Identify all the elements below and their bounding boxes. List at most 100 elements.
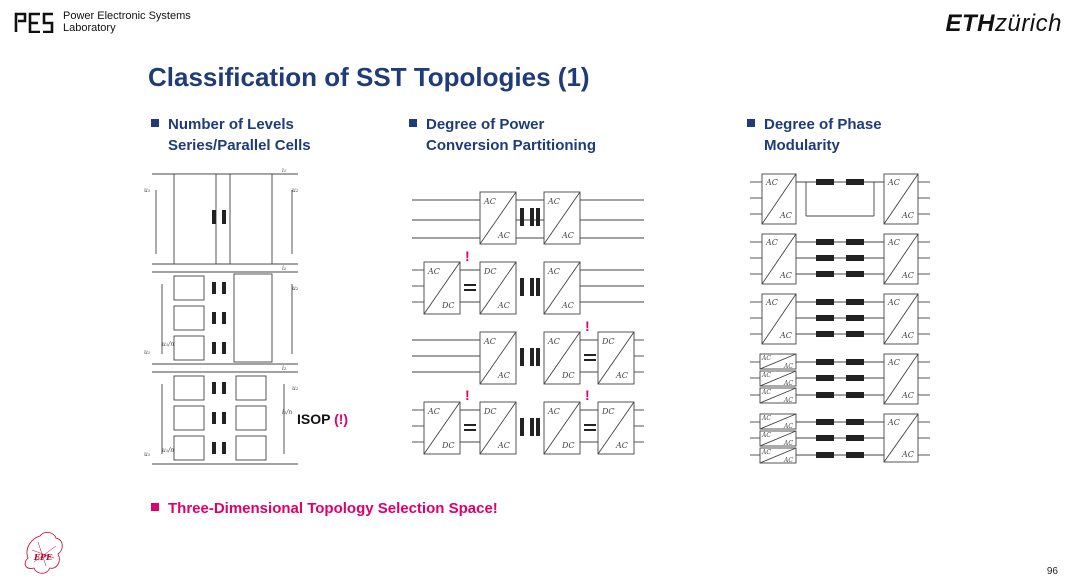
converter-label-ac: AC	[765, 298, 778, 307]
converter-label-ac: AC	[427, 267, 440, 276]
converter-label-ac: AC	[547, 407, 560, 416]
converter-label-ac: AC	[887, 298, 900, 307]
isop-text: ISOP	[297, 411, 331, 427]
converter-label-ac: AC	[615, 441, 628, 450]
eth-zurich-logo: ETHzürich	[945, 10, 1062, 38]
label-i1: i₁	[282, 168, 286, 174]
converter-label-ac: AC	[783, 363, 793, 370]
column-heading-partitioning: Degree of Power Conversion Partitioning	[409, 114, 596, 156]
converter-label-ac: AC	[901, 391, 914, 400]
label-u1-over-n: u₁/n	[162, 447, 174, 454]
label-u2: u₂	[292, 187, 299, 194]
converter-label-ac: AC	[561, 231, 574, 240]
converter-label-dc: DC	[601, 337, 615, 346]
column-heading-line2: Conversion Partitioning	[426, 137, 597, 154]
lab-name: Power Electronic Systems Laboratory	[63, 10, 191, 34]
converter-label-ac: AC	[483, 337, 496, 346]
lab-name-line1: Power Electronic Systems	[63, 10, 191, 22]
converter-label-ac: AC	[783, 440, 793, 447]
converter-label-ac: AC	[887, 418, 900, 427]
label-u1: u₁	[144, 451, 150, 458]
converter-label-dc: DC	[441, 301, 455, 310]
dc-link-exclamation: !	[585, 387, 590, 403]
dc-link-exclamation: !	[585, 318, 590, 334]
column-heading-line2: Series/Parallel Cells	[168, 137, 311, 154]
converter-label-ac: AC	[761, 355, 771, 362]
column-heading-line1: Number of Levels	[168, 116, 294, 133]
converter-label-ac: AC	[783, 423, 793, 430]
converter-label-ac: AC	[765, 238, 778, 247]
converter-label-ac: AC	[483, 197, 496, 206]
converter-label-dc: DC	[601, 407, 615, 416]
label-u1: u₁	[144, 349, 150, 356]
lab-name-line2: Laboratory	[63, 22, 116, 34]
converter-label-ac: AC	[761, 372, 771, 379]
bullet-square	[747, 119, 755, 127]
converter-label-ac: AC	[779, 271, 792, 280]
label-u2: u₂	[292, 385, 299, 392]
dc-link-exclamation: !	[465, 387, 470, 403]
column-heading-modularity: Degree of Phase Modularity	[747, 114, 882, 156]
bullet-square	[151, 503, 159, 511]
column-heading-line1: Degree of Power	[426, 116, 545, 133]
converter-label-ac: AC	[497, 441, 510, 450]
converter-label-ac: AC	[427, 407, 440, 416]
label-u2: u₂	[292, 285, 299, 292]
converter-label-ac: AC	[901, 211, 914, 220]
isop-label: ISOP (!)	[297, 411, 348, 427]
label-i2: i₂	[282, 365, 287, 372]
converter-label-ac: AC	[547, 267, 560, 276]
eth-logo-light: zürich	[994, 10, 1062, 37]
converter-label-dc: DC	[561, 441, 575, 450]
topology-selection-note: Three-Dimensional Topology Selection Spa…	[151, 500, 498, 517]
converter-label-ac: AC	[901, 331, 914, 340]
converter-label-dc: DC	[441, 441, 455, 450]
epe-logo: EPE	[24, 532, 63, 574]
converter-label-dc: DC	[561, 371, 575, 380]
converter-label-ac: AC	[497, 231, 510, 240]
converter-label-ac: AC	[497, 371, 510, 380]
converter-label-ac: AC	[761, 415, 771, 422]
converter-label-ac: AC	[901, 271, 914, 280]
page-number: 96	[1046, 566, 1058, 577]
converter-label-ac: AC	[761, 432, 771, 439]
label-i2: i₂	[282, 265, 287, 272]
converter-label-ac: AC	[561, 301, 574, 310]
column-heading-line1: Degree of Phase	[764, 116, 882, 133]
pes-lab-logo	[14, 12, 54, 33]
column-heading-levels: Number of Levels Series/Parallel Cells	[151, 114, 311, 156]
converter-label-ac: AC	[779, 211, 792, 220]
converter-label-ac: AC	[615, 371, 628, 380]
epe-logo-text: EPE	[33, 552, 53, 562]
slide-title: Classification of SST Topologies (1)	[148, 62, 590, 92]
converter-label-ac: AC	[547, 337, 560, 346]
converter-label-ac: AC	[783, 380, 793, 387]
converter-label-ac: AC	[783, 397, 793, 404]
converter-label-ac: AC	[887, 238, 900, 247]
converter-label-dc: DC	[483, 407, 497, 416]
converter-label-ac: AC	[779, 331, 792, 340]
converter-label-ac: AC	[547, 197, 560, 206]
column-heading-line2: Modularity	[764, 137, 840, 154]
converter-label-ac: AC	[901, 450, 914, 459]
eth-logo-bold: ETH	[945, 10, 995, 37]
converter-label-ac: AC	[783, 457, 793, 464]
dc-link-exclamation: !	[465, 248, 470, 264]
converter-label-ac: AC	[765, 178, 778, 187]
isop-warning-mark: (!)	[334, 411, 349, 427]
converter-label-ac: AC	[761, 449, 771, 456]
converter-label-ac: AC	[497, 301, 510, 310]
converter-label-dc: DC	[483, 267, 497, 276]
converter-label-ac: AC	[761, 389, 771, 396]
converter-label-ac: AC	[887, 358, 900, 367]
label-u1-over-n: u₁/n	[162, 341, 174, 348]
topology-selection-note-text: Three-Dimensional Topology Selection Spa…	[168, 500, 498, 517]
bullet-square	[409, 119, 417, 127]
series-parallel-cells-diagram: u₁ u₂ i₁ u₁ u₂ i₂ u₁/n u₁ u₂ i₂ u₁/n i₂/…	[144, 168, 299, 465]
label-i2-over-n: i₂/n	[282, 409, 292, 416]
bullet-square	[151, 119, 159, 127]
converter-label-ac: AC	[887, 178, 900, 187]
label-u1: u₁	[144, 187, 150, 194]
